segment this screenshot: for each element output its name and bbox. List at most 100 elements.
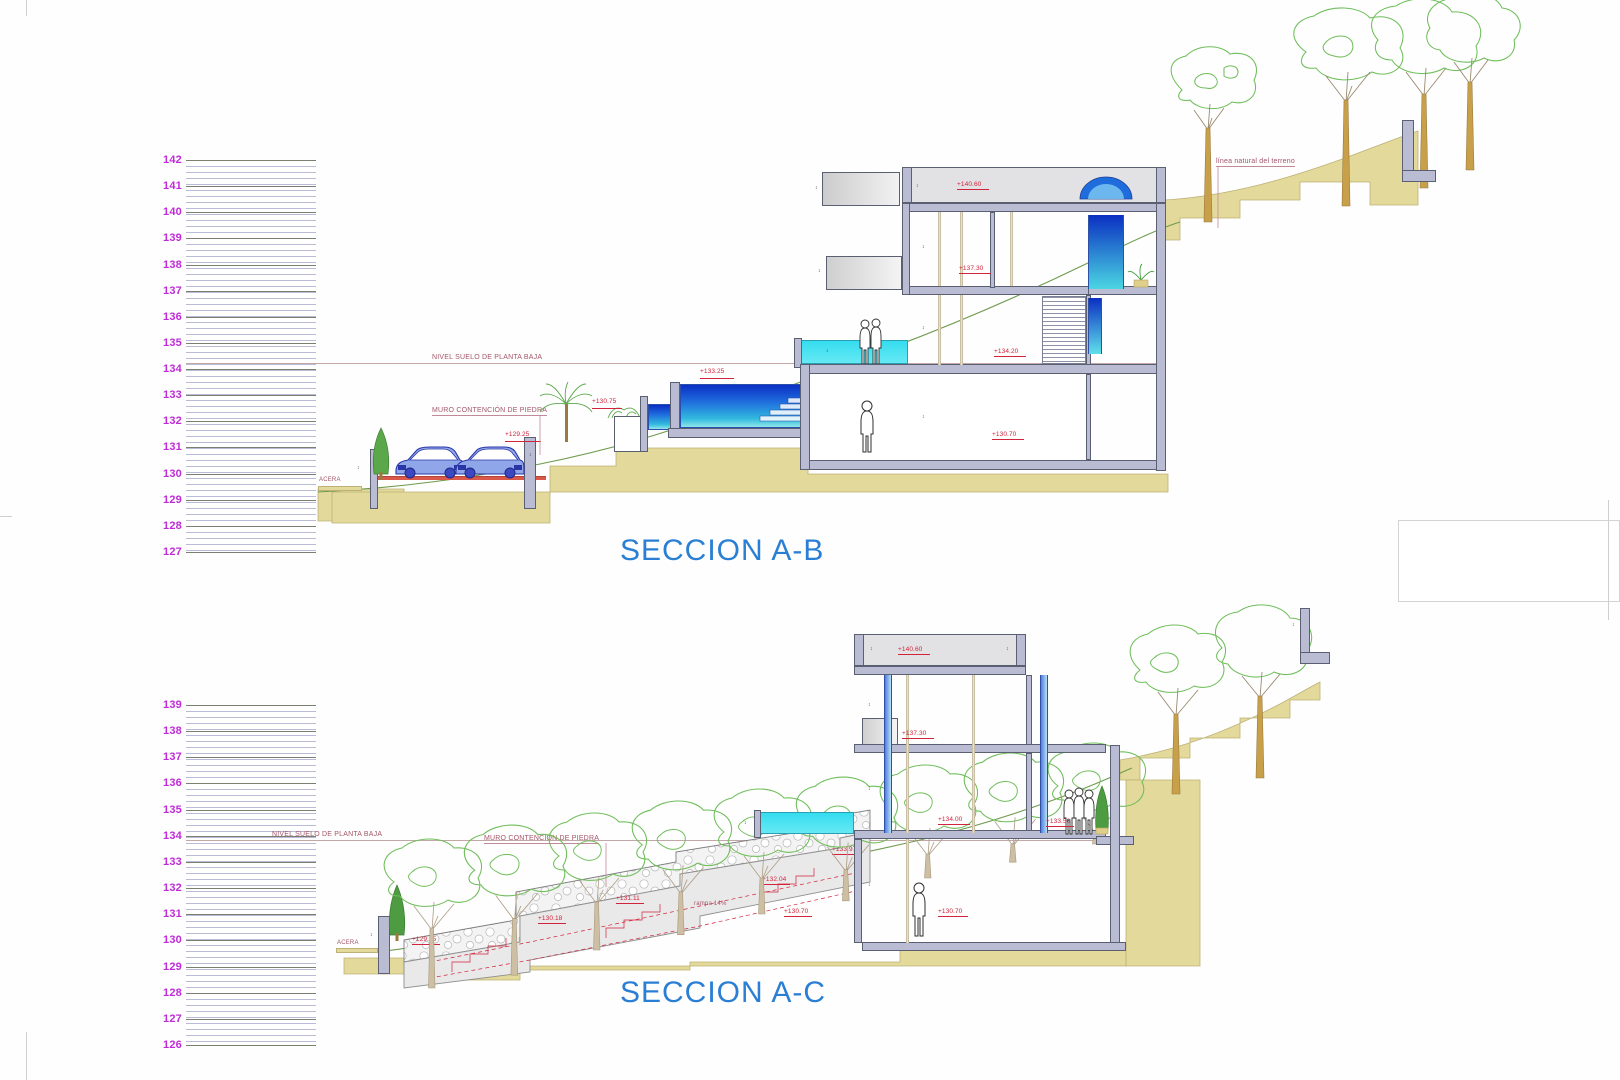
scale-major-tick	[186, 992, 316, 994]
section-title-ab: SECCION A-B	[620, 534, 825, 567]
elevation-marker-140-60-ac: +140.60	[898, 646, 923, 653]
edge-mark-bottom-left	[26, 1032, 27, 1080]
scale-major-tick	[186, 342, 316, 344]
sidewalk-ab	[318, 486, 362, 491]
scale-major-tick	[186, 499, 316, 501]
mid-cantilever-slab-ac	[862, 718, 898, 746]
scale-major-tick	[186, 835, 316, 837]
wall-right-outer-ab	[1156, 203, 1166, 471]
natural-terrain-leader-ab	[1217, 166, 1219, 228]
elevation-marker-132-04-ac: +132.04	[762, 876, 787, 883]
elevation-leader-140-60-ac	[898, 654, 930, 655]
scale-label-135: 135	[163, 803, 182, 816]
scale-label-130: 130	[163, 934, 182, 947]
person-figure-basement-ac	[912, 882, 926, 937]
ground-slab-ac	[854, 830, 1106, 839]
scale-major-tick	[186, 369, 316, 371]
car-right-ab[interactable]	[452, 443, 526, 479]
roof-slab-ac	[862, 634, 1024, 666]
scale-label-128: 128	[163, 519, 182, 532]
scale-major-tick	[186, 705, 316, 706]
dim-tick-pool-ac: ↕	[744, 820, 747, 826]
scale-major-tick	[186, 186, 316, 188]
left-retaining-wall-ac	[378, 916, 390, 974]
scale-label-138: 138	[163, 725, 182, 738]
scale-label-136: 136	[163, 777, 182, 790]
elevation-leader-130-70b-ac	[784, 916, 812, 917]
scale-hatching-ac	[186, 705, 316, 1045]
elevation-leader-133-50-ac	[1046, 826, 1074, 827]
scale-major-tick	[186, 1045, 316, 1046]
tree	[383, 838, 483, 989]
terrace-pool-wall-ac	[754, 810, 761, 838]
roof-left-wall-ac	[854, 634, 864, 666]
mullion-5-ab	[1010, 212, 1013, 286]
ground-room-ab	[810, 374, 1086, 460]
edge-mark-right	[1608, 500, 1609, 620]
scale-label-131: 131	[163, 908, 182, 921]
elevation-marker-129-25-ac: +129.25	[412, 936, 437, 943]
scale-label-138: 138	[163, 258, 182, 271]
dim-tick-right-wall-ac: ↕	[1292, 622, 1295, 628]
dim-tick-pool-ab: ↕	[826, 348, 829, 354]
elevation-leader-130-70-ab	[992, 439, 1024, 440]
elevation-leader-137-30-ab	[959, 273, 991, 274]
mullion-4-ab	[960, 295, 963, 365]
dim-tick-upper-left-ab: ↕	[815, 185, 818, 191]
elevation-leader-130-75-ab	[592, 408, 622, 409]
scale-major-tick	[186, 238, 316, 240]
cypress-tree-ab	[372, 427, 390, 480]
dim-tick-wallR-ab: ↕	[529, 452, 532, 458]
scale-label-135: 135	[163, 336, 182, 349]
scale-major-tick	[186, 861, 316, 863]
retaining-wall-label-ac: MURO CONTENCIÓN DE PIEDRA	[484, 835, 600, 844]
palm-tree-ab	[539, 381, 593, 442]
scale-label-137: 137	[163, 751, 182, 764]
terrace-pool-wall-ab	[794, 338, 802, 368]
scale-label-133: 133	[163, 389, 182, 402]
scale-label-131: 131	[163, 441, 182, 454]
garage-deck-ab	[378, 476, 546, 480]
scale-major-tick	[186, 316, 316, 318]
elevation-marker-130-75-ab: +130.75	[592, 398, 617, 405]
tree	[963, 752, 1065, 863]
basement-floor-slab-ab	[800, 460, 1166, 470]
elevation-leader-133-25-ab	[700, 378, 734, 379]
right-outer-wall-ac	[1110, 745, 1120, 943]
elevation-leader-132-04-ac	[762, 884, 790, 885]
edge-mark-left	[0, 516, 12, 517]
elevation-leader-134-20-ab	[994, 356, 1026, 357]
scale-major-tick	[186, 421, 316, 423]
right-retaining-footing-ac	[1300, 652, 1330, 664]
dim-tick-l2-ab: ↕	[922, 244, 925, 250]
dim-tick-l1-ac: ↕	[868, 786, 871, 792]
pool-steps-ab	[759, 397, 803, 422]
scale-label-139: 139	[163, 232, 182, 245]
scale-label-130: 130	[163, 467, 182, 480]
elevation-marker-133-50-ac: +133.50	[1046, 818, 1071, 825]
pool-wall-left-ab	[640, 396, 648, 452]
ramp-slope-label-ac: rampa 14%	[694, 901, 727, 907]
scale-major-tick	[186, 473, 316, 475]
mullion-3-ac	[906, 839, 909, 943]
dim-tick-mid-left-ab: ↕	[818, 268, 821, 274]
scale-major-tick	[186, 809, 316, 811]
pool-edge-ab	[670, 382, 680, 434]
scale-label-141: 141	[163, 180, 182, 193]
scale-label-134: 134	[163, 829, 182, 842]
terrain-profile-ac	[343, 681, 1321, 981]
tree-group-right-ac	[1129, 604, 1313, 795]
scale-major-tick	[186, 447, 316, 449]
elevation-marker-129-25-ab: +129.25	[505, 431, 530, 438]
scale-major-tick	[186, 940, 316, 942]
scale-label-129: 129	[163, 493, 182, 506]
scale-label-127: 127	[163, 1012, 182, 1025]
elevation-marker-130-18-ac: +130.18	[538, 915, 563, 922]
section-title-ac: SECCION A-C	[620, 976, 827, 1009]
person-figure-ground-ab	[860, 400, 874, 453]
terrace-pool-ab	[800, 340, 908, 364]
dim-tick-l2-ac: ↕	[868, 702, 871, 708]
scale-major-tick	[186, 160, 316, 161]
ground-floor-level-label-ac: NIVEL SUELO DE PLANTA BAJA	[272, 831, 383, 838]
